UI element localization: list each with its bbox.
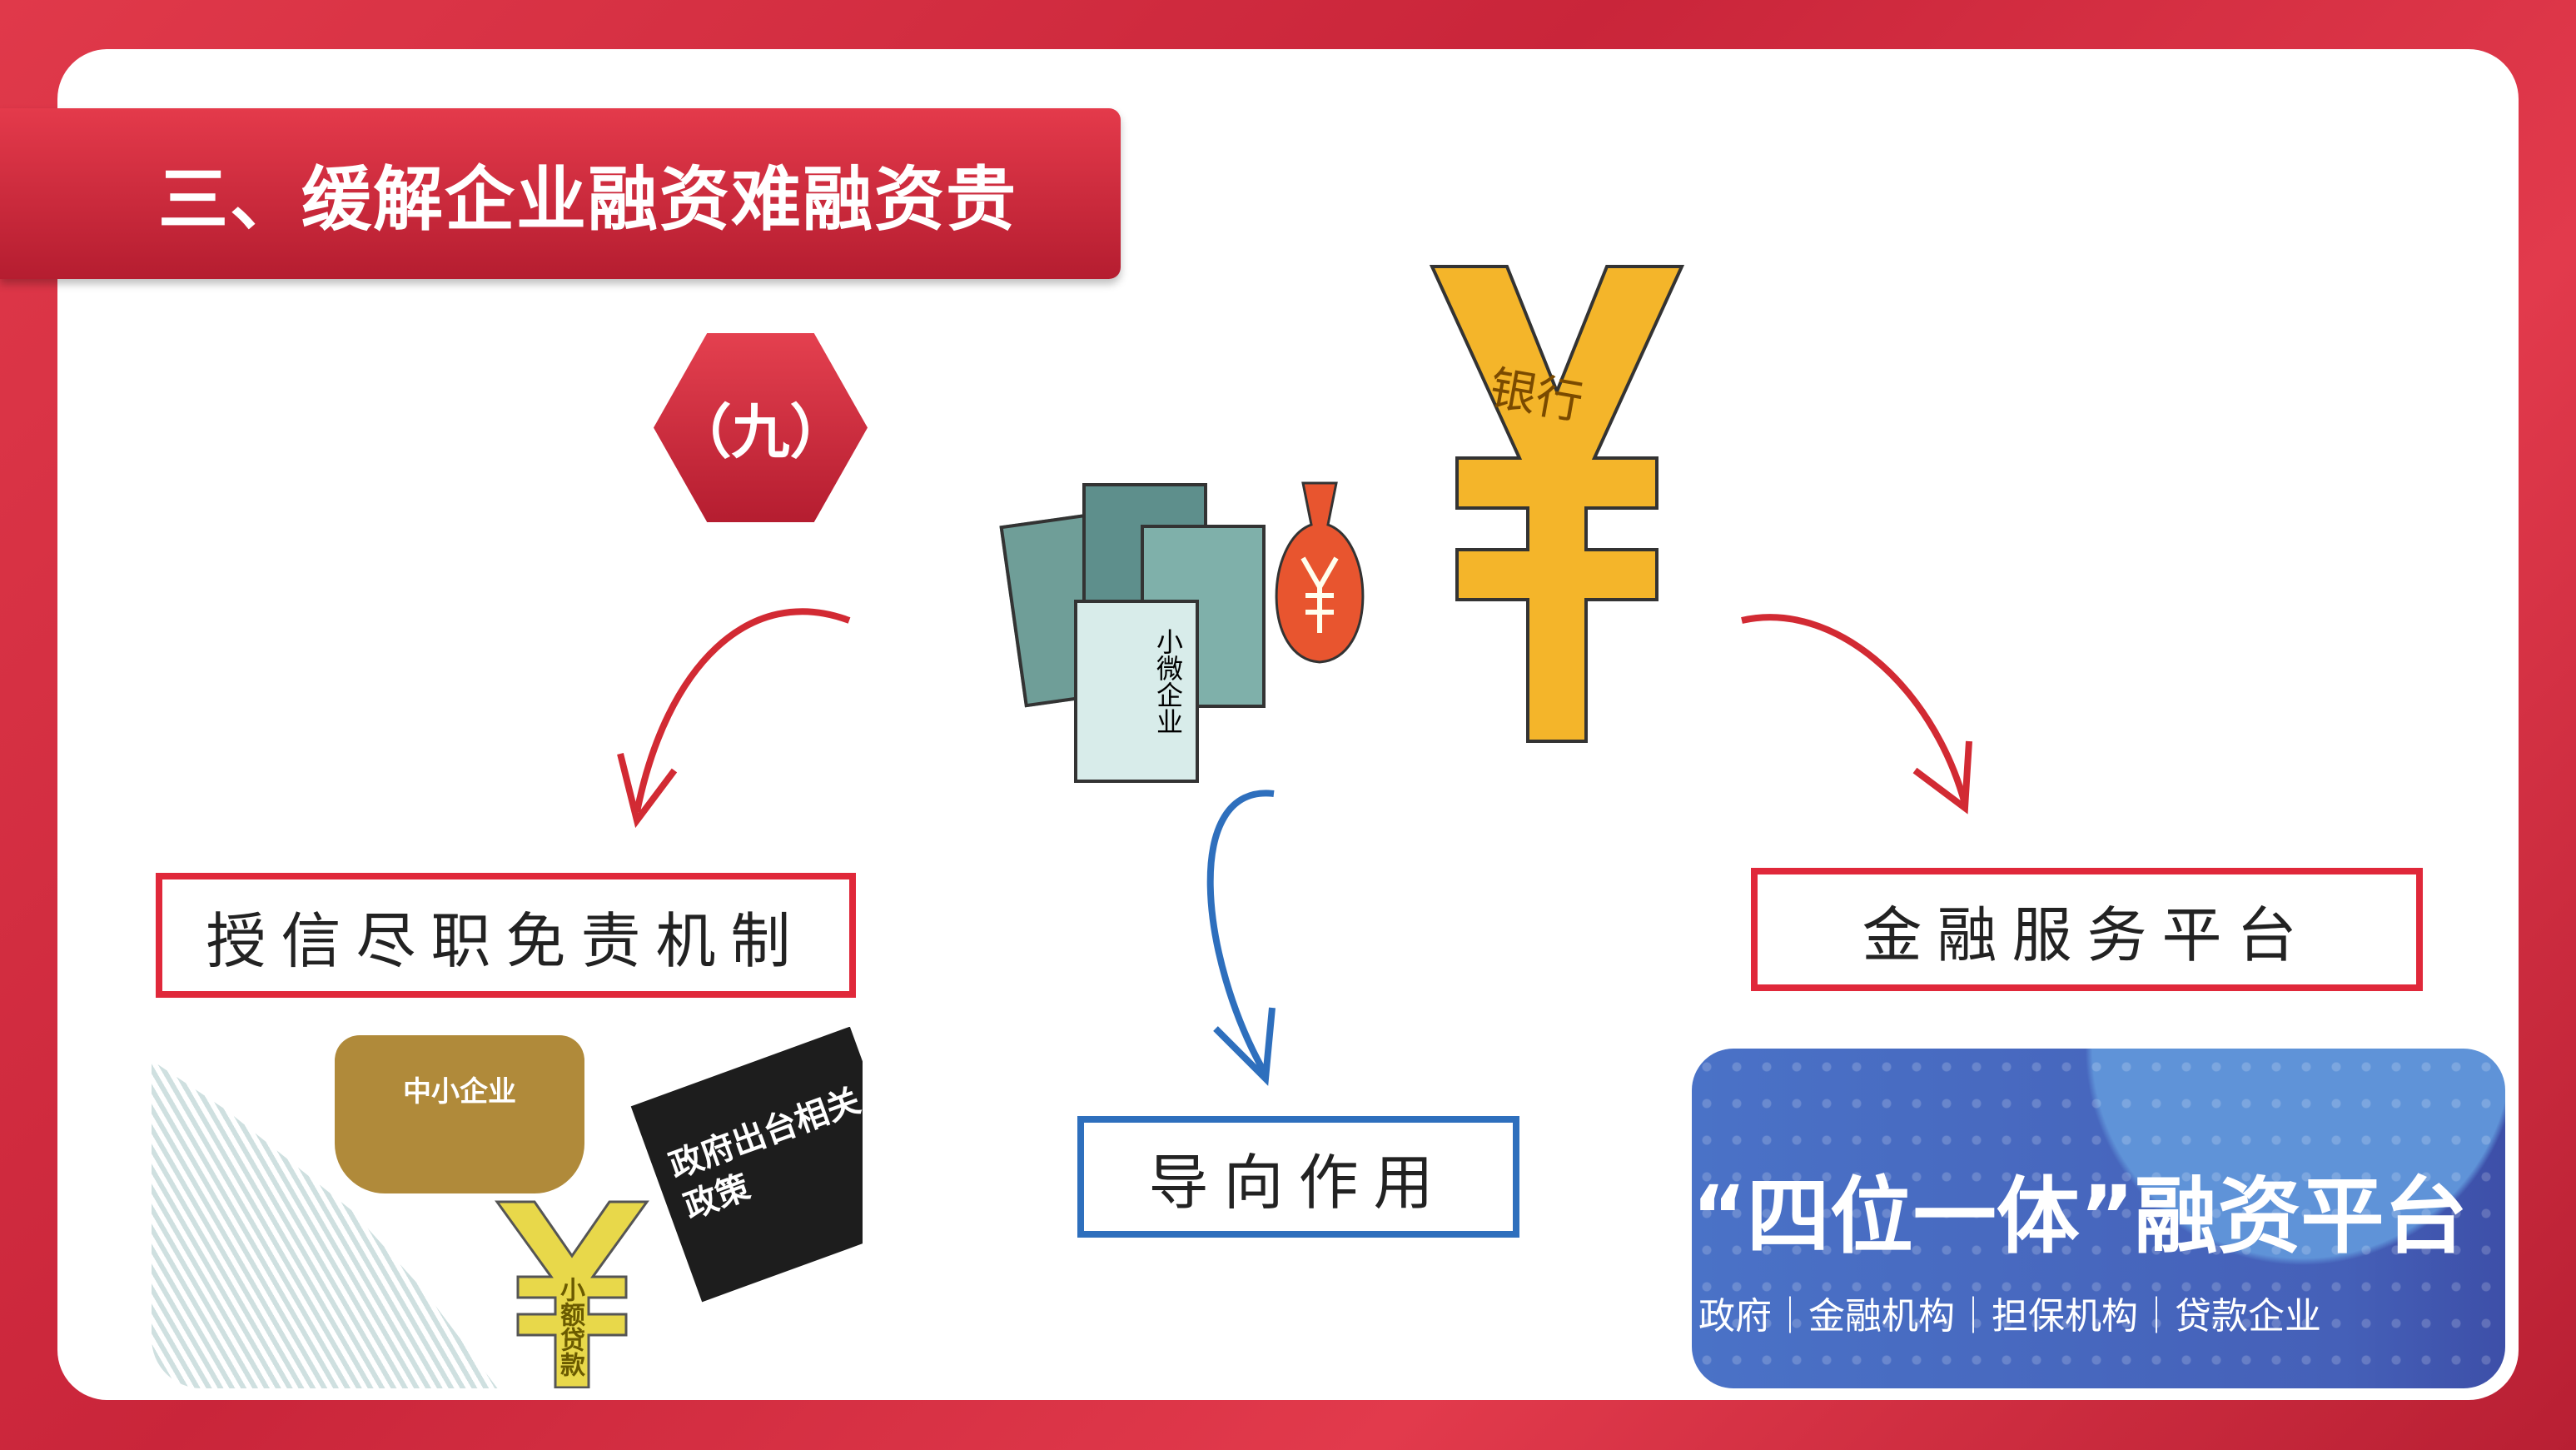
arrow-left-icon	[634, 608, 851, 813]
yen-bank-icon	[1429, 265, 1685, 743]
platform-banner-image: “四位一体”融资平台 政府｜金融机构｜担保机构｜贷款企业	[1692, 1049, 2505, 1388]
sleeve-label: 政府出台相关政策	[630, 1027, 863, 1303]
enterprise-label: 小微企业	[1074, 600, 1199, 783]
money-bag-icon	[1275, 481, 1365, 664]
arrow-right-head	[1912, 740, 1972, 815]
sme-cartoon-image: 中小企业 小额贷款 政府出台相关政策	[152, 1027, 863, 1388]
slide-title: 三、缓解企业融资难融资贵	[158, 158, 1018, 240]
financial-platform-box: 金融服务平台	[1751, 868, 2423, 991]
arrow-left-head	[617, 753, 678, 829]
section-number: （九）	[673, 398, 848, 466]
key-label: 小额贷款	[555, 1277, 584, 1377]
credit-mechanism-box: 授信尽职免责机制	[156, 873, 856, 998]
dot-pattern	[1692, 1049, 2505, 1388]
basket-label: 中小企业	[335, 1035, 584, 1193]
platform-subtitle: 政府｜金融机构｜担保机构｜贷款企业	[1698, 1295, 2321, 1338]
arrow-down-icon	[1206, 790, 1275, 1076]
title-banner: 三、缓解企业融资难融资贵	[0, 108, 1121, 279]
guide-role-box: 导向作用	[1077, 1116, 1519, 1238]
yen-key-icon	[495, 1200, 649, 1388]
arrow-down-head	[1213, 1007, 1276, 1086]
arrow-right-icon	[1741, 614, 1968, 805]
platform-title: “四位一体”融资平台	[1692, 1168, 2468, 1265]
